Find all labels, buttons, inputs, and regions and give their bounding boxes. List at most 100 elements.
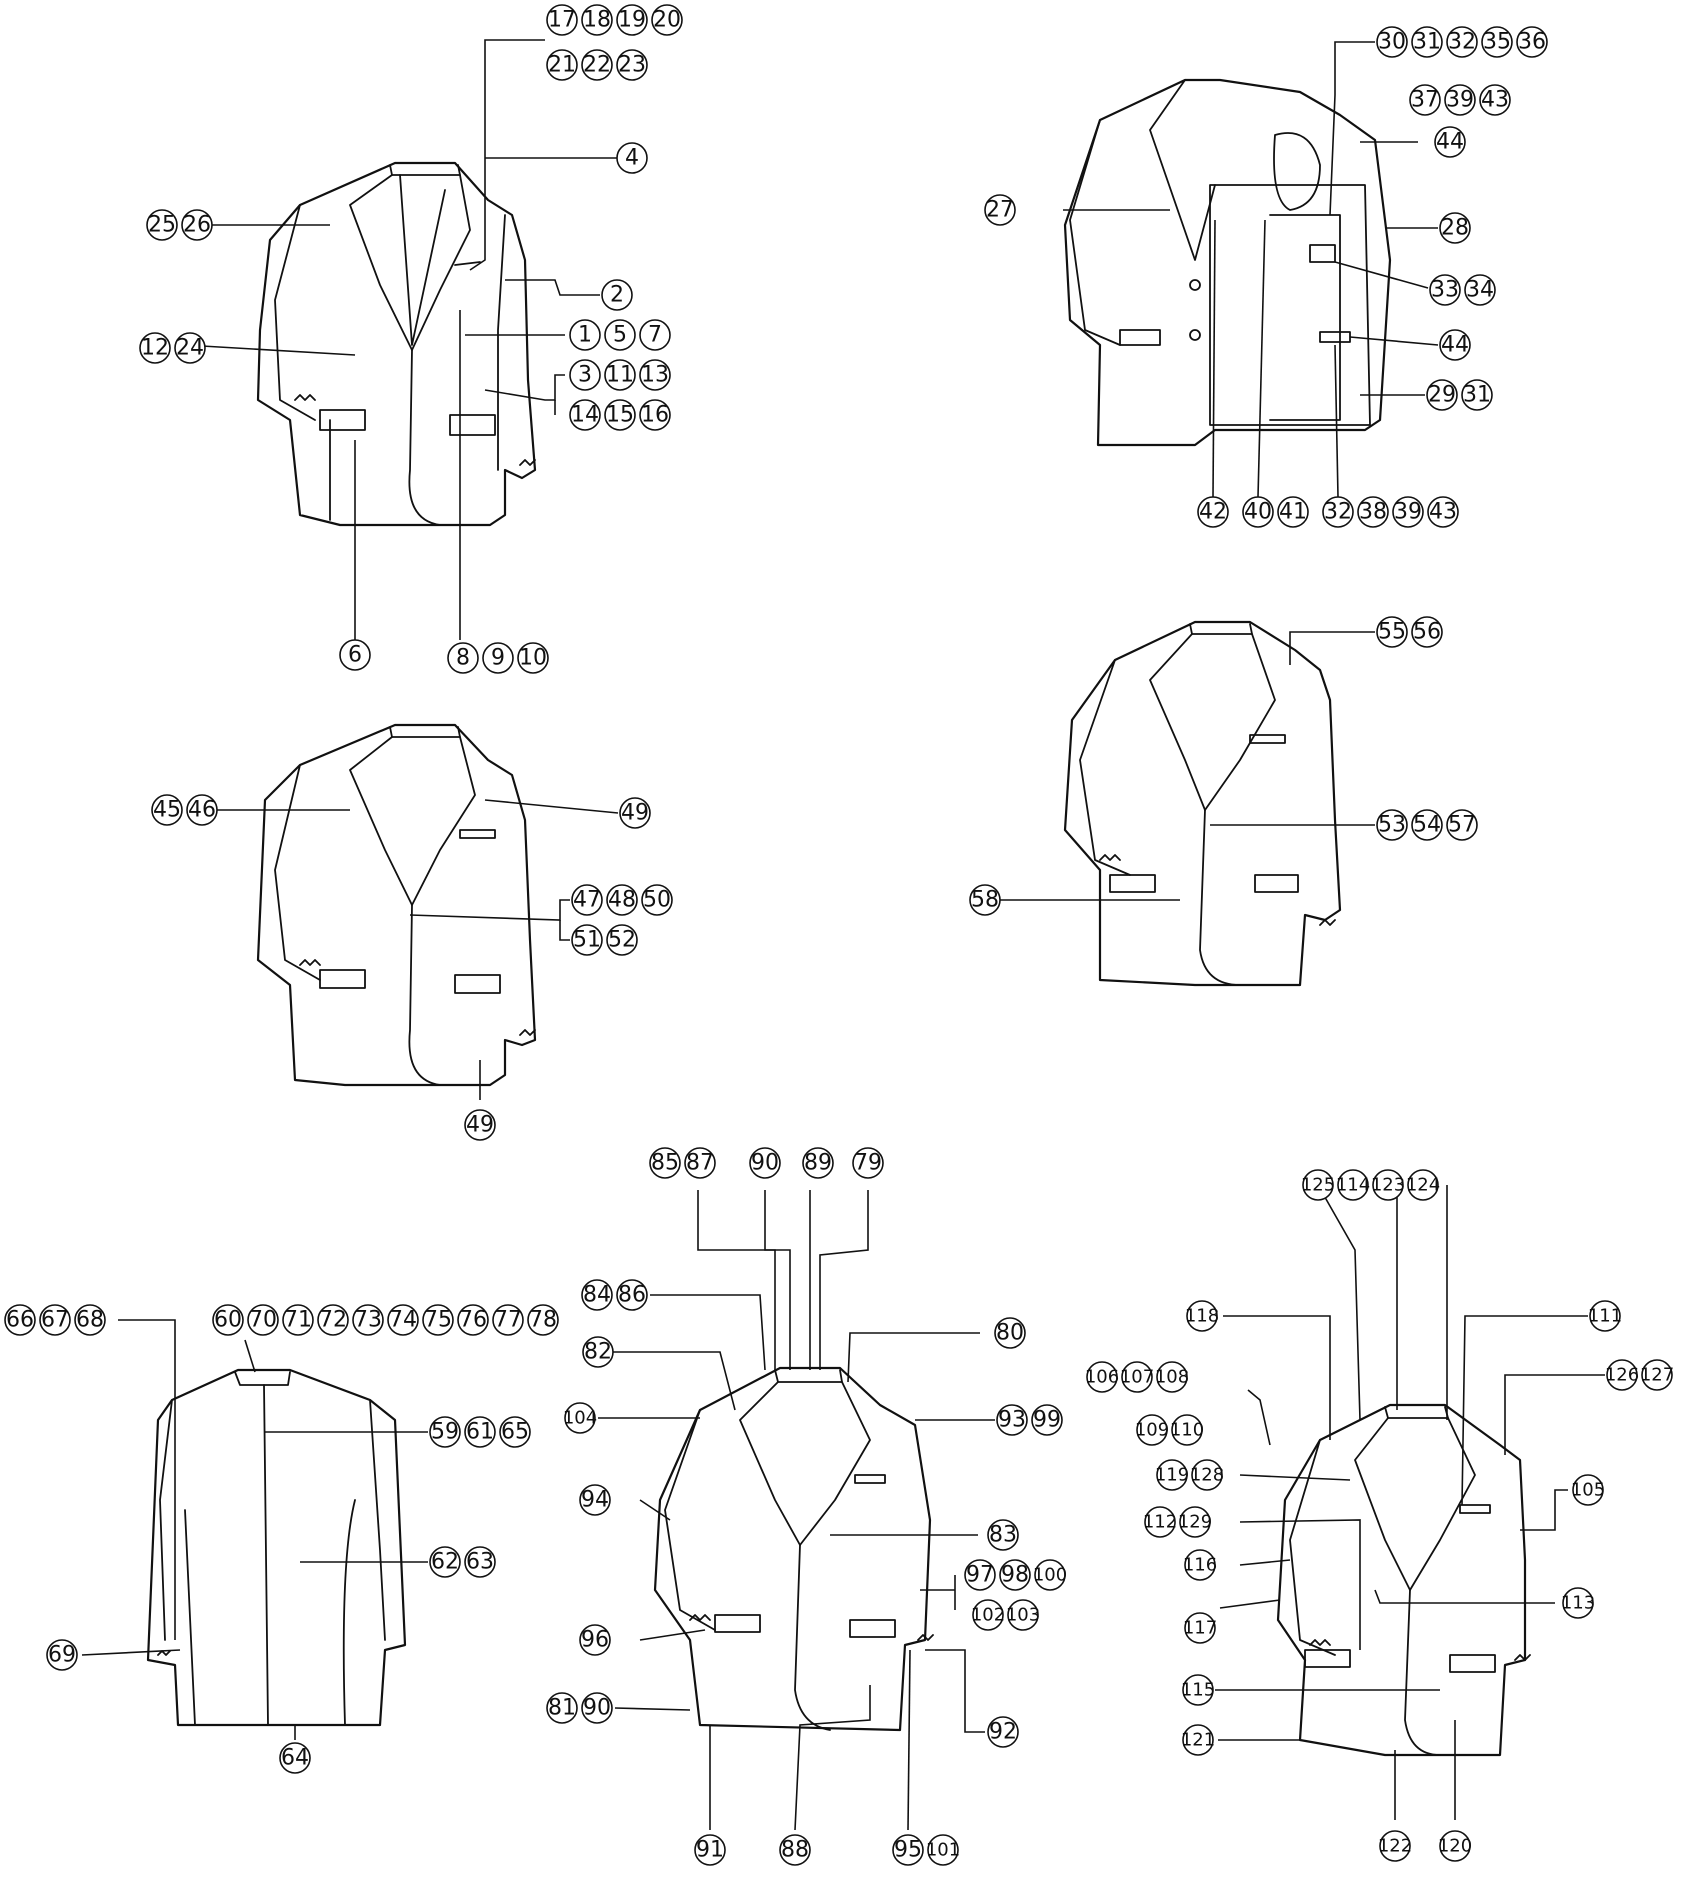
label-number: 74 — [389, 1308, 417, 1333]
label-number: 72 — [319, 1308, 347, 1333]
label-number: 46 — [188, 798, 216, 823]
chest-welt — [854, 1474, 886, 1484]
label-circle — [802, 1147, 834, 1179]
label-number: 92 — [989, 1720, 1017, 1745]
label-number: 55 — [1378, 620, 1406, 645]
front-buttons — [1189, 279, 1201, 341]
label-bubble: 6 — [339, 639, 371, 671]
label-bubble: 105 — [1571, 1474, 1605, 1506]
label-circle — [546, 4, 578, 36]
label-circle — [606, 884, 638, 916]
label-circle — [582, 1336, 614, 1368]
label-number: 31 — [1413, 30, 1441, 55]
label-number: 88 — [781, 1838, 809, 1863]
label-bubble: 81 — [546, 1692, 578, 1724]
label-bubble: 17 — [546, 4, 578, 36]
label-circle — [1411, 809, 1443, 841]
label-number: 33 — [1431, 278, 1459, 303]
label-number: 31 — [1463, 383, 1491, 408]
label-number: 96 — [581, 1628, 609, 1653]
chest-welt — [1249, 734, 1286, 744]
label-bubble: 59 — [429, 1416, 461, 1448]
label-circle — [1086, 1361, 1118, 1393]
label-number: 37 — [1411, 88, 1439, 113]
label-number: 87 — [686, 1151, 714, 1176]
label-circle — [1379, 1830, 1411, 1862]
label-bubble: 35 — [1481, 26, 1513, 58]
label-bubble: 114 — [1336, 1169, 1370, 1201]
label-number: 112 — [1143, 1512, 1177, 1533]
collar — [774, 1369, 843, 1383]
label-number: 110 — [1170, 1420, 1204, 1441]
label-circle — [1376, 809, 1408, 841]
label-number: 14 — [571, 403, 599, 428]
label-number: 73 — [354, 1308, 382, 1333]
label-bubble: 23 — [616, 49, 648, 81]
jacket-body — [256, 161, 537, 527]
label-circle — [606, 924, 638, 956]
label-bubble: 43 — [1479, 84, 1511, 116]
label-number: 108 — [1155, 1367, 1189, 1388]
label-circle — [749, 1147, 781, 1179]
label-circle — [1439, 212, 1471, 244]
label-bubble: 58 — [969, 884, 1001, 916]
label-circle — [927, 1834, 959, 1866]
label-bubble: 83 — [987, 1519, 1019, 1551]
label-number: 7 — [648, 323, 662, 348]
label-circle — [1302, 1169, 1334, 1201]
label-circle — [429, 1546, 461, 1578]
label-circle — [1197, 496, 1229, 528]
left-lapel — [1149, 633, 1206, 811]
label-circle — [447, 642, 479, 674]
side-seam-left — [184, 1509, 196, 1726]
label-number: 101 — [926, 1840, 960, 1861]
label-circle — [571, 924, 603, 956]
jacket-body — [256, 723, 537, 1087]
label-bubble: 12 — [139, 332, 171, 364]
label-circle — [1156, 1361, 1188, 1393]
label-circle — [1182, 1674, 1214, 1706]
label-circle — [1562, 1587, 1594, 1619]
label-circle — [1191, 1459, 1223, 1491]
label-bubble: 47 — [571, 884, 603, 916]
label-bubble: 33 — [1429, 274, 1461, 306]
label-bubble: 36 — [1516, 26, 1548, 58]
label-circle — [1136, 1414, 1168, 1446]
label-number: 8 — [456, 646, 470, 671]
label-circle — [639, 359, 671, 391]
label-circle — [972, 1599, 1004, 1631]
label-number: 124 — [1406, 1175, 1440, 1196]
flap-pocket-right — [849, 1619, 896, 1638]
label-number: 32 — [1448, 30, 1476, 55]
label-number: 77 — [494, 1308, 522, 1333]
label-bubble: 38 — [1357, 496, 1389, 528]
label-bubble: 29 — [1426, 379, 1458, 411]
label-bubble: 112 — [1143, 1506, 1177, 1538]
label-bubble: 124 — [1406, 1169, 1440, 1201]
label-number: 2 — [610, 283, 624, 308]
label-bubble: 120 — [1438, 1830, 1472, 1862]
label-circle — [1427, 496, 1459, 528]
label-circle — [1464, 274, 1496, 306]
label-bubble: 86 — [616, 1279, 648, 1311]
label-circle — [546, 49, 578, 81]
label-circle — [1439, 329, 1471, 361]
label-circle — [1434, 126, 1466, 158]
left-sleeve — [1289, 1439, 1336, 1656]
label-number: 35 — [1483, 30, 1511, 55]
label-number: 26 — [183, 213, 211, 238]
label-number: 94 — [581, 1488, 609, 1513]
label-number: 50 — [643, 888, 671, 913]
label-circle — [564, 1402, 596, 1434]
label-bubble: 45 — [151, 794, 183, 826]
label-number: 64 — [281, 1746, 309, 1771]
lining-panel — [1209, 184, 1371, 426]
label-circle — [1372, 1169, 1404, 1201]
front-opening — [1404, 1589, 1441, 1756]
label-number: 90 — [583, 1696, 611, 1721]
label-number: 114 — [1336, 1175, 1370, 1196]
label-circle — [779, 1834, 811, 1866]
label-bubble: 110 — [1170, 1414, 1204, 1446]
jacket-body — [1063, 78, 1392, 447]
